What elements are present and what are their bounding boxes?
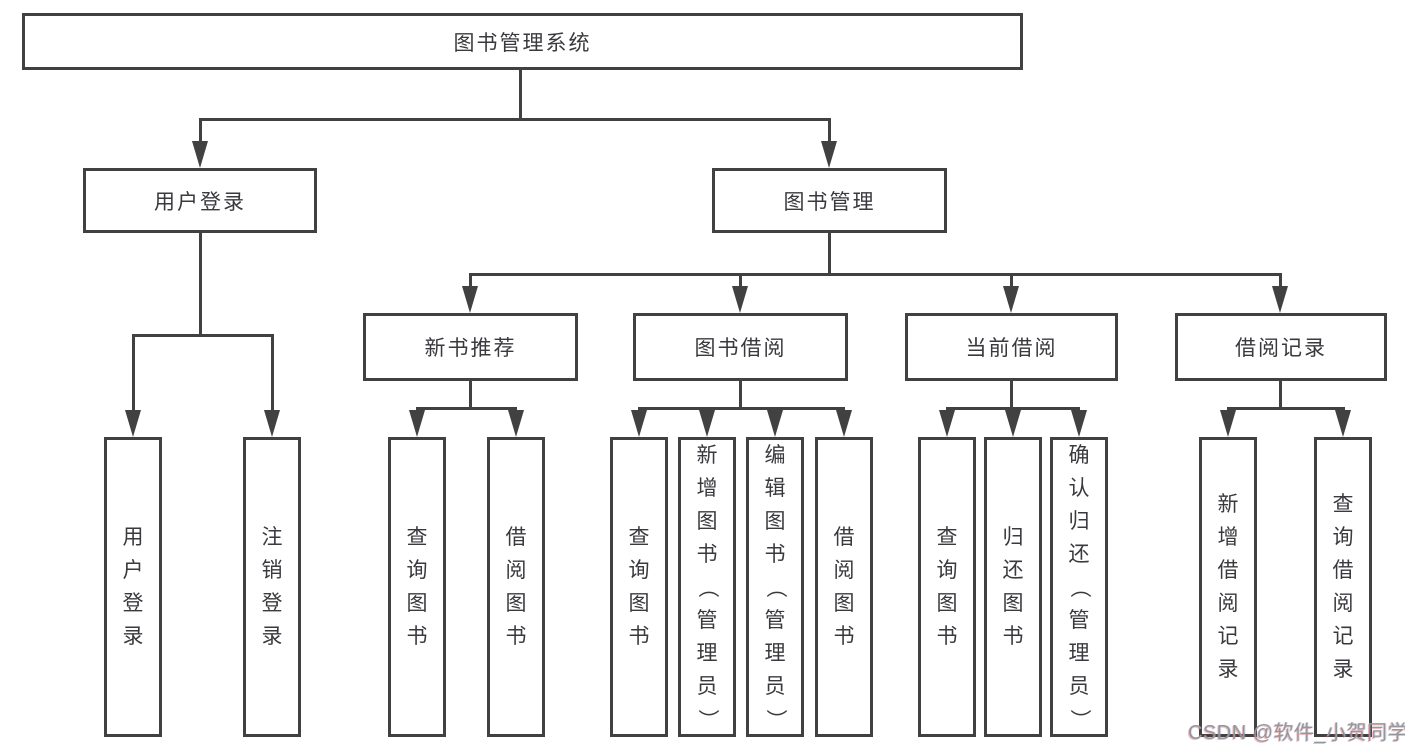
connector-level3-rail — [469, 273, 1282, 276]
arrowhead-down-icon — [462, 286, 478, 313]
node-book-borrowing: 图书借阅 — [633, 313, 848, 381]
node-library-management-system: 图书管理系统 — [22, 13, 1023, 70]
connector-leaf-stub — [271, 334, 274, 412]
connector-section-stem — [739, 381, 742, 410]
connector-leaf-rail — [946, 407, 1080, 410]
node-new-book-recommendation: 新书推荐 — [363, 313, 578, 381]
leaf-confirm-return-admin: 确认归还（管理员） — [1050, 437, 1108, 737]
arrowhead-down-icon — [821, 141, 837, 168]
connector-leaf-rail — [416, 407, 517, 410]
arrowhead-down-icon — [767, 410, 783, 437]
connector-level2-rail — [199, 118, 831, 121]
arrowhead-down-icon — [631, 410, 647, 437]
leaf-query-books-recommend: 查询图书 — [388, 437, 446, 737]
node-user-login: 用户登录 — [83, 168, 317, 233]
leaf-query-books-borrowing: 查询图书 — [610, 437, 668, 737]
node-current-borrowing: 当前借阅 — [905, 313, 1118, 381]
arrowhead-down-icon — [409, 410, 425, 437]
connector-section-stub — [469, 273, 472, 289]
connector-book-mgmt-stub — [828, 118, 831, 143]
connector-user-login-stub — [199, 118, 202, 143]
leaf-query-books-current: 查询图书 — [918, 437, 976, 737]
connector-section-stub — [739, 273, 742, 289]
connector-leaf-rail — [638, 407, 845, 410]
connector-book-mgmt-stem — [828, 233, 831, 276]
arrowhead-down-icon — [508, 410, 524, 437]
arrowhead-down-icon — [1220, 410, 1236, 437]
arrowhead-down-icon — [699, 410, 715, 437]
connector-section-stem — [1279, 381, 1282, 410]
leaf-add-borrow-record: 新增借阅记录 — [1199, 437, 1257, 737]
arrowhead-down-icon — [836, 410, 852, 437]
node-book-management: 图书管理 — [712, 168, 947, 233]
arrowhead-down-icon — [1003, 286, 1019, 313]
arrowhead-down-icon — [1272, 286, 1288, 313]
connector-leaf-stub — [132, 334, 135, 412]
connector-section-stem — [1010, 381, 1013, 410]
connector-section-stub — [1010, 273, 1013, 289]
csdn-watermark: CSDN @软件_小贺同学 — [1188, 722, 1405, 744]
connector-user-login-stem — [199, 233, 202, 337]
connector-section-stub — [1279, 273, 1282, 289]
leaf-add-book-admin: 新增图书（管理员） — [678, 437, 736, 737]
arrowhead-down-icon — [1005, 410, 1021, 437]
connector-root-stem — [519, 70, 522, 121]
connector-user-login-rail — [132, 334, 274, 337]
arrowhead-down-icon — [939, 410, 955, 437]
arrowhead-down-icon — [1071, 410, 1087, 437]
arrowhead-down-icon — [1335, 410, 1351, 437]
arrowhead-down-icon — [125, 410, 141, 437]
arrowhead-down-icon — [192, 141, 208, 168]
arrowhead-down-icon — [264, 410, 280, 437]
leaf-query-borrow-record: 查询借阅记录 — [1314, 437, 1372, 737]
leaf-edit-book-admin: 编辑图书（管理员） — [746, 437, 804, 737]
leaf-logout: 注销登录 — [243, 437, 301, 737]
arrowhead-down-icon — [732, 286, 748, 313]
leaf-user-login: 用户登录 — [104, 437, 162, 737]
leaf-borrow-books-borrowing: 借阅图书 — [815, 437, 873, 737]
leaf-return-books: 归还图书 — [984, 437, 1042, 737]
leaf-borrow-books-recommend: 借阅图书 — [487, 437, 545, 737]
connector-section-stem — [469, 381, 472, 410]
node-borrowing-records: 借阅记录 — [1175, 313, 1387, 381]
connector-leaf-rail — [1227, 407, 1345, 410]
